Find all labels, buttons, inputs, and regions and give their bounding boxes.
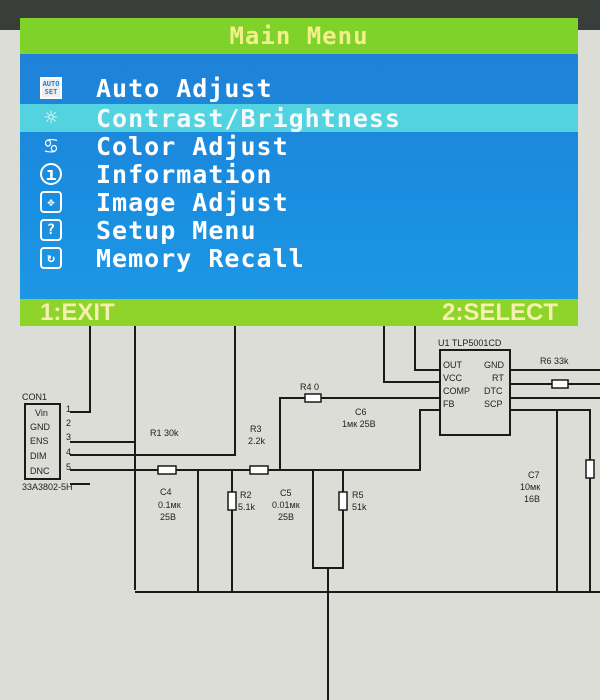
schem-label: VCC xyxy=(443,373,463,383)
schem-label: ENS xyxy=(30,436,49,446)
schem-label: C6 xyxy=(355,407,367,417)
menu-item-setup-menu[interactable]: ? Setup Menu xyxy=(20,215,578,245)
schem-label: RT xyxy=(492,373,504,383)
schem-label: C5 xyxy=(280,488,292,498)
schem-label: GND xyxy=(484,360,505,370)
select-hint[interactable]: 2:SELECT xyxy=(441,299,558,326)
auto-set-icon: AUTO SET xyxy=(40,77,62,99)
schem-label: 25В xyxy=(160,512,176,522)
schem-label: 5.1k xyxy=(238,502,256,512)
schem-label: 16В xyxy=(524,494,540,504)
image-adjust-icon: ✥ xyxy=(40,191,62,213)
schem-label: R1 30k xyxy=(150,428,179,438)
menu-footer: 1:EXIT 2:SELECT xyxy=(20,299,578,326)
schem-label: SCP xyxy=(484,399,503,409)
schem-label: R2 xyxy=(240,490,252,500)
schem-label: R4 0 xyxy=(300,382,319,392)
setup-icon: ? xyxy=(40,219,62,241)
schem-label: R5 xyxy=(352,490,364,500)
schem-label: 2.2k xyxy=(248,436,266,446)
schem-label: DNC xyxy=(30,466,50,476)
osd-main-menu: Main Menu AUTO SET Auto Adjust ☼ Contras… xyxy=(20,18,578,326)
menu-item-label: Memory Recall xyxy=(96,243,305,273)
menu-item-contrast-brightness[interactable]: ☼ Contrast/Brightness xyxy=(20,103,578,133)
sun-icon: ☼ xyxy=(44,105,58,131)
menu-title: Main Menu xyxy=(20,18,578,54)
menu-item-memory-recall[interactable]: ↻ Memory Recall xyxy=(20,243,578,273)
exit-hint[interactable]: 1:EXIT xyxy=(40,299,115,326)
schem-label: DTC xyxy=(484,386,503,396)
schem-label: R6 33k xyxy=(540,356,569,366)
menu-item-auto-adjust[interactable]: AUTO SET Auto Adjust xyxy=(20,73,578,103)
schem-label: 33A3802-5H xyxy=(22,482,73,492)
schem-label: 25В xyxy=(278,512,294,522)
schem-label: 0.01мк xyxy=(272,500,300,510)
schem-label: Vin xyxy=(35,408,48,418)
schem-label: CON1 xyxy=(22,392,47,402)
menu-item-information[interactable]: ı Information xyxy=(20,159,578,189)
menu-item-color-adjust[interactable]: ♋ Color Adjust xyxy=(20,131,578,161)
schem-label: U1 TLP5001CD xyxy=(438,338,502,348)
menu-item-label: Image Adjust xyxy=(96,187,289,217)
menu-item-label: Auto Adjust xyxy=(96,73,273,103)
menu-item-label: Information xyxy=(96,159,273,189)
menu-item-label: Contrast/Brightness xyxy=(96,103,401,133)
schem-label: COMP xyxy=(443,386,470,396)
schem-label: DIM xyxy=(30,451,47,461)
palette-icon: ♋ xyxy=(44,133,58,159)
schem-label: 1 xyxy=(66,404,71,414)
schem-label: C7 xyxy=(528,470,540,480)
menu-item-label: Setup Menu xyxy=(96,215,257,245)
schem-label: R3 xyxy=(250,424,262,434)
memory-recall-icon: ↻ xyxy=(40,247,62,269)
schem-label: C4 xyxy=(160,487,172,497)
schem-label: 5 xyxy=(66,462,71,472)
schem-label: 1мк 25В xyxy=(342,419,376,429)
schem-label: OUT xyxy=(443,360,463,370)
schem-label: GND xyxy=(30,422,51,432)
menu-item-image-adjust[interactable]: ✥ Image Adjust xyxy=(20,187,578,217)
schem-label: 0.1мк xyxy=(158,500,181,510)
menu-item-label: Color Adjust xyxy=(96,131,289,161)
info-icon: ı xyxy=(40,163,62,185)
schem-label: 10мк xyxy=(520,482,540,492)
schem-label: 2 xyxy=(66,418,71,428)
schem-label: 3 xyxy=(66,432,71,442)
schem-label: FB xyxy=(443,399,455,409)
schem-label: 51k xyxy=(352,502,367,512)
schem-label: 4 xyxy=(66,447,71,457)
